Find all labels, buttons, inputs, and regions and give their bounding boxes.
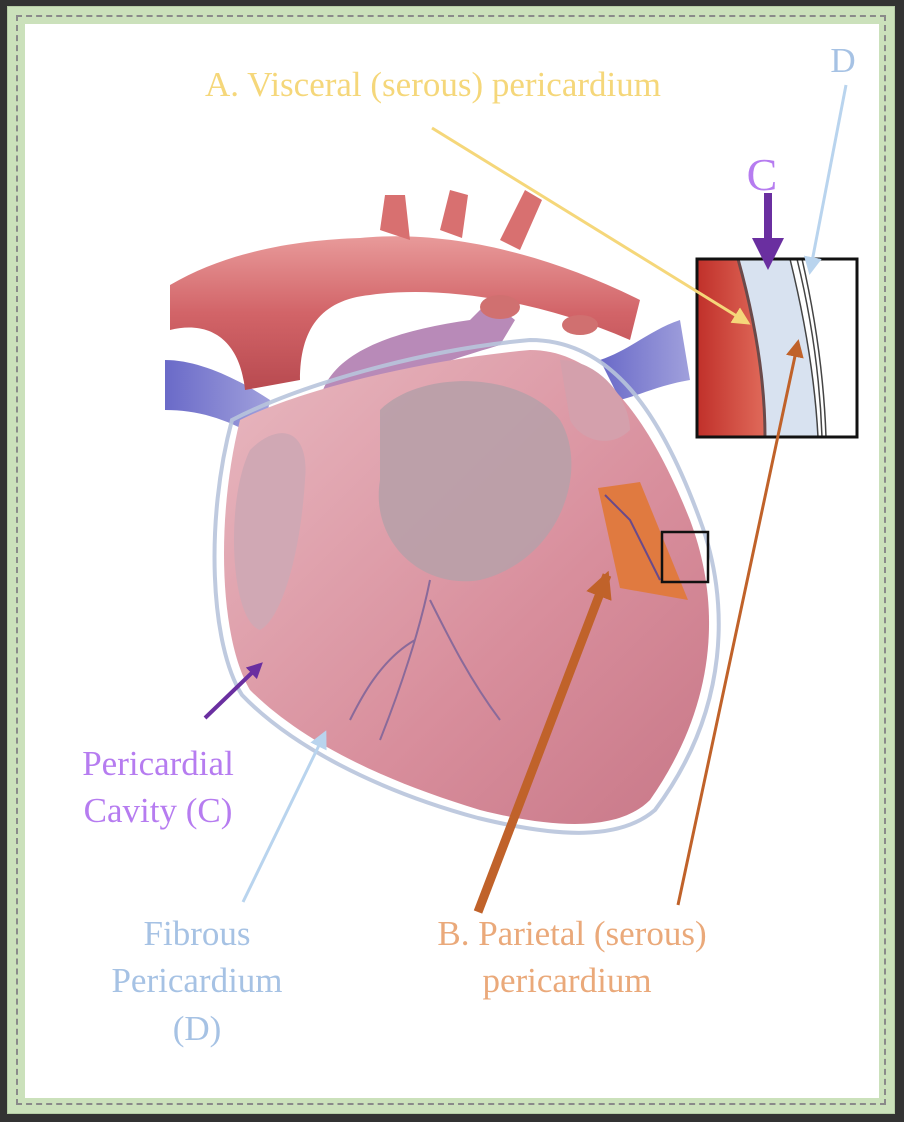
fibrous-inset-arrow — [803, 84, 848, 275]
visceral-label: A. Visceral (serous) pericardium — [205, 65, 661, 104]
cavity-main-arrow — [203, 662, 263, 720]
heart-illustration — [165, 190, 721, 835]
cavity-label-line2: Cavity (C) — [84, 791, 233, 830]
parietal-label-line2: pericardium — [482, 961, 651, 1000]
parietal-label-line1: B. Parietal (serous) — [437, 914, 706, 953]
arrows — [203, 84, 848, 914]
parietal-inset-arrow — [676, 339, 804, 906]
frame-dashed-border — [16, 15, 886, 1105]
fibrous-label-line1: Fibrous — [144, 914, 251, 953]
cavity-label-line1: Pericardial — [82, 744, 234, 783]
inset-magnified-view — [695, 257, 859, 439]
visceral-arrow — [431, 126, 751, 325]
fibrous-label-line3: (D) — [173, 1009, 222, 1048]
labels: A. Visceral (serous) pericardium D C Per… — [82, 41, 855, 1048]
fibrous-label-line2: Pericardium — [111, 961, 282, 1000]
d-letter-label: D — [830, 41, 855, 80]
c-letter-label: C — [747, 149, 778, 200]
parietal-main-arrow — [473, 570, 612, 914]
fibrous-main-arrow — [241, 730, 327, 903]
zoom-region-box — [660, 530, 710, 584]
